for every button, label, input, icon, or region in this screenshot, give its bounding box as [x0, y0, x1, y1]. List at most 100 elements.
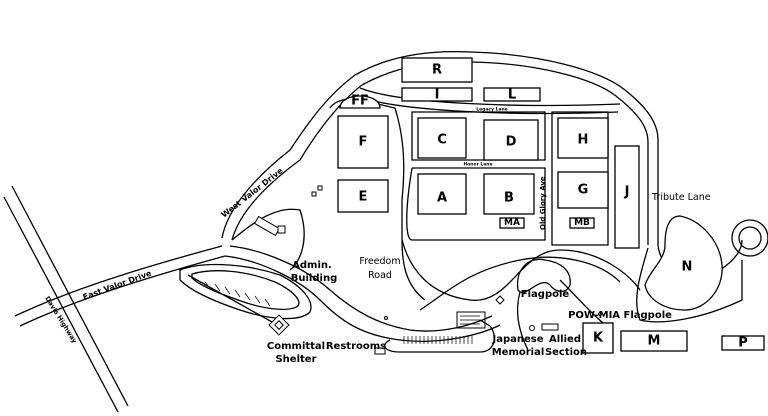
east-connector-road: [636, 247, 743, 323]
committal-loop-road: [179, 263, 312, 320]
committal-loop-road-inner: [191, 270, 300, 311]
flagpole-road-southwest: [517, 291, 529, 351]
section-i-label: I: [435, 88, 440, 103]
committal-parking-stalls: [204, 281, 271, 307]
restrooms-label: Restrooms: [326, 341, 386, 352]
section-p[interactable]: [721, 335, 765, 351]
committal-shelter-core: [274, 320, 284, 330]
sections: [337, 57, 765, 354]
restroom-parking-stalls: [403, 336, 473, 344]
freedom-road-label-1: Freedom: [359, 256, 400, 267]
section-n-label: N: [682, 260, 693, 275]
section-p-label: P: [738, 336, 748, 351]
legacy-lane-label: Legacy Lane: [476, 107, 508, 113]
lower-sweep-road: [224, 255, 501, 342]
block-center-lower-outline: [406, 167, 546, 241]
admin-building-label-1: Admin.: [292, 260, 332, 271]
section-ma[interactable]: [499, 217, 525, 229]
section-ff[interactable]: [339, 95, 381, 109]
japanese-memorial-marker[interactable]: [529, 325, 535, 331]
section-i[interactable]: [401, 87, 473, 102]
block-east-outline: [551, 111, 609, 246]
allied-section-label-2: Section: [545, 347, 587, 358]
section-m[interactable]: [620, 330, 688, 352]
section-r[interactable]: [401, 57, 473, 83]
lower-sweep-road-inner: [229, 245, 493, 332]
east-circle-road-inner: [738, 226, 762, 250]
section-n[interactable]: [644, 215, 723, 311]
section-g[interactable]: [557, 171, 609, 209]
section-c[interactable]: [417, 117, 467, 159]
section-e-label: E: [359, 190, 368, 205]
freedom-road-loop: [401, 239, 641, 301]
tribute-lane-label: Tribute Lane: [651, 192, 711, 203]
freedom-road-label-2: Road: [368, 270, 392, 281]
small-structure-1: [311, 191, 317, 197]
outer-ring-road: [221, 50, 659, 245]
flagpole-label: Flagpole: [521, 289, 570, 300]
section-g-label: G: [578, 183, 589, 198]
small-structure-2: [317, 185, 323, 191]
pow-mia-flagpole-marker[interactable]: [495, 295, 505, 305]
small-marker-1: [384, 316, 388, 320]
east-circle-road: [731, 219, 768, 257]
parking-stalls: [204, 281, 480, 344]
section-ma-label: MA: [504, 218, 520, 228]
committal-shelter-label-2: Shelter: [275, 354, 316, 365]
east-valor-drive-road-edge: [19, 255, 226, 327]
small-marker-2: [598, 312, 602, 316]
committal-drive: [187, 274, 273, 323]
east-structure: [456, 311, 486, 329]
section-ff-label: FF: [351, 94, 369, 109]
davis-highway-road: [3, 196, 119, 413]
section-d-label: D: [506, 135, 517, 150]
pow-mia-flagpole-label: POW-MIA Flagpole: [568, 310, 672, 321]
block-center-outline: [411, 111, 546, 161]
section-c-label: C: [437, 133, 447, 148]
place-labels: Admin. Building Committal Shelter Restro…: [267, 260, 672, 365]
west-valor-drive-label: West Valor Drive: [220, 166, 285, 220]
section-a-label: A: [437, 191, 447, 206]
section-j[interactable]: [614, 145, 640, 249]
legacy-lane-road: [359, 87, 621, 107]
section-h[interactable]: [557, 117, 609, 159]
section-k-label: K: [593, 331, 604, 346]
restroom-building[interactable]: [374, 347, 386, 355]
restroom-loop: [384, 319, 495, 353]
east-valor-drive-road: [14, 245, 223, 317]
admin-building[interactable]: [253, 215, 281, 237]
allied-section-marker[interactable]: [541, 323, 559, 331]
section-j-label: J: [624, 185, 630, 200]
section-r-label: R: [432, 63, 442, 78]
section-a[interactable]: [417, 173, 467, 215]
section-f[interactable]: [337, 115, 389, 169]
south-loop-road: [419, 256, 621, 311]
roads: [3, 50, 768, 413]
section-k[interactable]: [582, 322, 614, 354]
section-b[interactable]: [483, 173, 535, 215]
davis-highway-road-edge: [11, 185, 129, 407]
section-mb[interactable]: [569, 217, 595, 229]
section-l-label: L: [508, 88, 516, 103]
east-parking-stalls: [460, 311, 480, 329]
section-h-label: H: [578, 133, 589, 148]
section-l[interactable]: [483, 87, 541, 102]
section-mb-label: MB: [574, 218, 590, 228]
section-d[interactable]: [483, 119, 539, 161]
structures: [253, 185, 602, 355]
admin-drive: [231, 208, 305, 271]
admin-building-label-2: Building: [291, 273, 337, 284]
section-b-label: B: [504, 191, 514, 206]
allied-section-label-1: Allied: [549, 334, 581, 345]
committal-shelter-label-1: Committal: [267, 341, 325, 352]
section-m-label: M: [648, 334, 661, 349]
middle-lane-label: Honor Lane: [463, 162, 492, 168]
section-f-label: F: [359, 135, 368, 150]
old-glory-ave-label: Old Glory Ave: [539, 176, 547, 230]
admin-annex[interactable]: [277, 225, 286, 234]
section-labels: R I L FF F C D H E A B G J MA MB N K M P: [351, 63, 748, 351]
japanese-memorial-label-1: Japanese: [491, 334, 543, 345]
section-e[interactable]: [337, 179, 389, 213]
flagpole-loop-road: [516, 258, 571, 293]
